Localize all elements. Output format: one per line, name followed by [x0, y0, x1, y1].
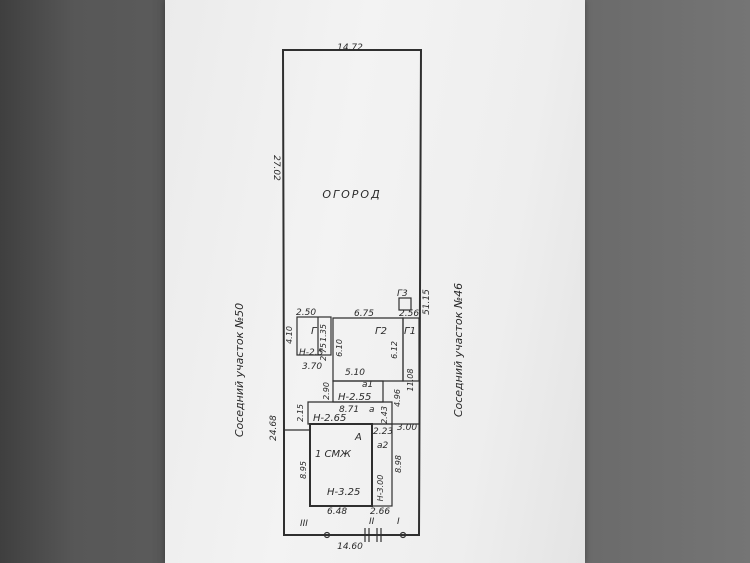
g2-label: Г2: [375, 326, 387, 337]
plot-boundary: [281, 49, 423, 536]
main-depth: 8.95: [299, 461, 308, 479]
dim-bottom: 14.60: [337, 542, 363, 552]
g3-label: Г3: [397, 289, 408, 299]
a1-side: 4.96: [393, 389, 402, 407]
garden-label: ОГОРОД: [322, 188, 381, 201]
building-g3: [398, 297, 412, 311]
a-width: 8.71: [339, 405, 359, 415]
neighbor-left-label: Соседний участок №50: [233, 303, 246, 437]
g1-width: 2.56: [399, 309, 419, 319]
g2-width: 6.75: [354, 309, 374, 319]
a-label: а: [369, 405, 375, 415]
gate-post-left: [323, 531, 331, 539]
g1-side: 11.08: [406, 369, 415, 392]
a2-width: 2.23: [373, 427, 393, 437]
a2-bottom: 2.66: [370, 507, 390, 517]
g2-depth: 6.10: [335, 339, 344, 357]
main-label: А: [354, 432, 362, 443]
building-g: [296, 316, 332, 356]
g-side: 1.35: [319, 324, 328, 342]
g-bottom: 3.70: [302, 362, 322, 372]
a-side: 2.43: [380, 406, 389, 424]
g1-depth: 6.12: [390, 341, 399, 359]
dim-top: 14.72: [337, 43, 363, 53]
dim-left-lower: 24.68: [269, 415, 279, 441]
a1-label: а1: [362, 380, 373, 390]
a1-depth: 2.90: [322, 382, 331, 400]
a-depth: 2.15: [296, 404, 305, 422]
neighbor-right-label: Соседний участок №46: [452, 283, 465, 417]
main-height: Н-3.25: [327, 487, 360, 498]
building-a2: [371, 423, 393, 507]
main-name: 1 СМЖ: [315, 449, 352, 460]
a1-width: 5.10: [345, 368, 365, 378]
a-height: Н-2.65: [313, 413, 346, 424]
building-g1: [402, 317, 420, 382]
paper-sheet: [165, 0, 585, 563]
g-width: 2.50: [296, 308, 316, 318]
dim-right: 51.15: [422, 289, 432, 315]
dim-left-upper: 27.02: [271, 155, 281, 181]
marker-1: I: [397, 517, 400, 527]
marker-3: III: [300, 519, 308, 529]
g1-label: Г1: [404, 326, 416, 337]
a2-height: Н-3.00: [376, 475, 385, 502]
a1-height: Н-2.55: [338, 392, 371, 403]
gate-post-right: [399, 531, 407, 539]
main-width: 6.48: [327, 507, 347, 517]
g-inner: 2.75: [319, 343, 328, 361]
a-right: 3.00: [397, 423, 417, 433]
g-height: Н-2.5: [299, 348, 324, 358]
g-label: Г: [311, 326, 318, 337]
g-depth: 4.10: [285, 326, 294, 344]
marker-2: II: [369, 517, 375, 527]
a2-label: а2: [377, 441, 389, 451]
a2-depth: 8.98: [394, 455, 403, 473]
